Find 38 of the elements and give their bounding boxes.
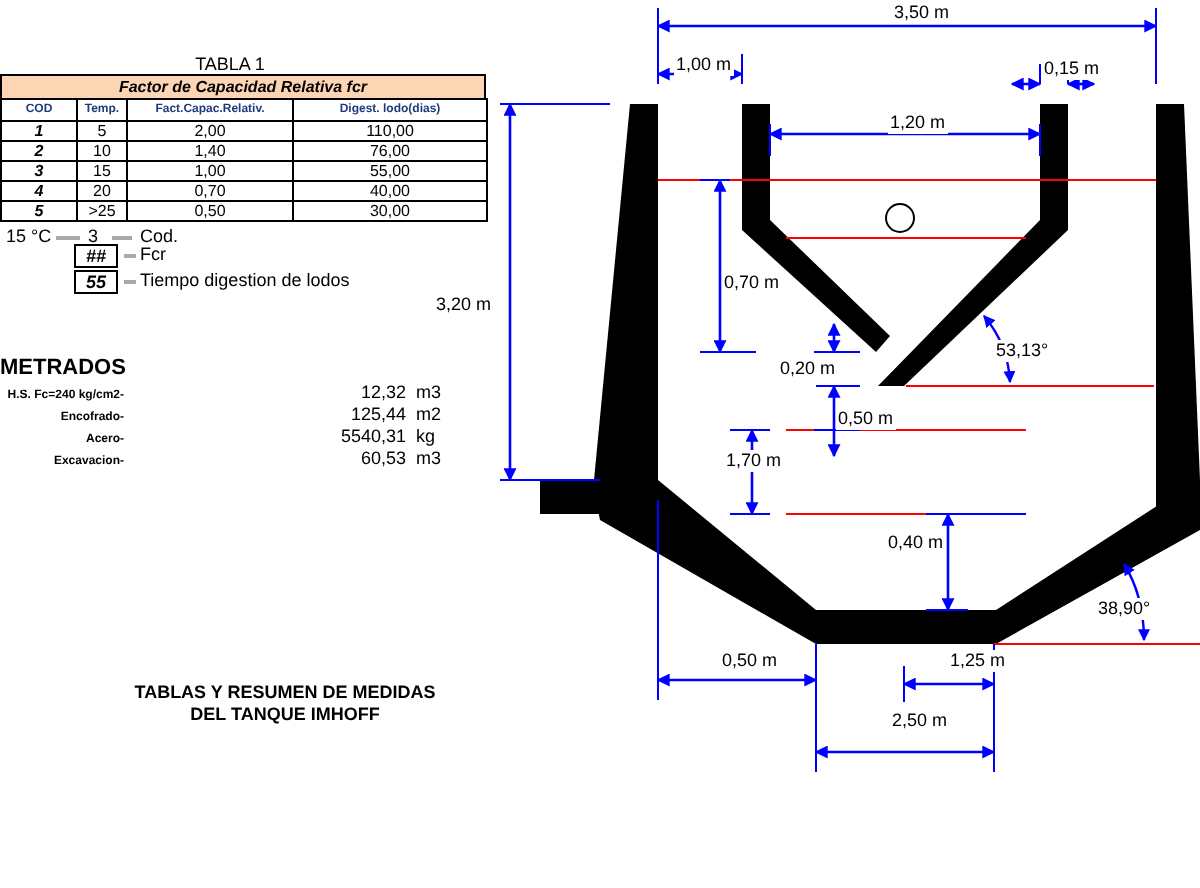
unit-label: m3 bbox=[416, 448, 442, 470]
quantity-value: 12,32 bbox=[360, 382, 406, 404]
dimension-label: 1,00 m bbox=[674, 54, 734, 76]
unit-label: m3 bbox=[416, 382, 442, 404]
dimension-label: 2,50 m bbox=[890, 710, 950, 732]
angle-label: 38,90° bbox=[1096, 598, 1153, 620]
quantity-value: 60,53 bbox=[360, 448, 406, 470]
dimension-label: 1,25 m bbox=[948, 650, 1008, 672]
table-cell: 5 bbox=[0, 200, 78, 222]
table-cell: 0,50 bbox=[126, 200, 294, 222]
unit-label: kg bbox=[416, 426, 436, 448]
legend-text: 3 bbox=[88, 226, 99, 248]
dimension-label: 3,50 m bbox=[892, 2, 952, 24]
unit-label: m2 bbox=[416, 404, 442, 426]
table-cell: >25 bbox=[76, 200, 128, 222]
legend-text: Fcr bbox=[140, 244, 166, 266]
angle-label: 53,13° bbox=[994, 340, 1051, 362]
dimension-label: 0,40 m bbox=[886, 532, 946, 554]
dimension-label: 3,20 m bbox=[436, 294, 492, 316]
value-cell: 55 bbox=[74, 270, 118, 294]
dimension-label: 0,50 m bbox=[720, 650, 780, 672]
legend-text: Cod. bbox=[140, 226, 179, 247]
dimension-label: 0,20 m bbox=[778, 358, 838, 380]
legend-text: 15 °C bbox=[6, 226, 52, 248]
dimension-label: 1,70 m bbox=[724, 450, 784, 472]
table-banner: Factor de Capacidad Relativa fcr bbox=[0, 74, 486, 100]
quantity-value: 125,44 bbox=[350, 404, 406, 426]
table-title: TABLA 1 bbox=[195, 54, 265, 76]
value-cell: ## bbox=[74, 244, 118, 268]
dimension-label: 0,70 m bbox=[722, 272, 782, 294]
table-cell: 30,00 bbox=[292, 200, 488, 222]
drawing-title: TABLAS Y RESUMEN DE MEDIDAS DEL TANQUE IMHOFF bbox=[132, 682, 438, 726]
dimension-label: 1,20 m bbox=[888, 112, 948, 134]
legend-text: Tiempo digestion de lodos bbox=[140, 270, 350, 292]
section-heading: METRADOS bbox=[0, 356, 126, 382]
dimension-label: 0,50 m bbox=[836, 408, 896, 430]
dimension-label: 0,15 m bbox=[1042, 58, 1102, 80]
quantity-value: 5540,31 bbox=[340, 426, 406, 448]
